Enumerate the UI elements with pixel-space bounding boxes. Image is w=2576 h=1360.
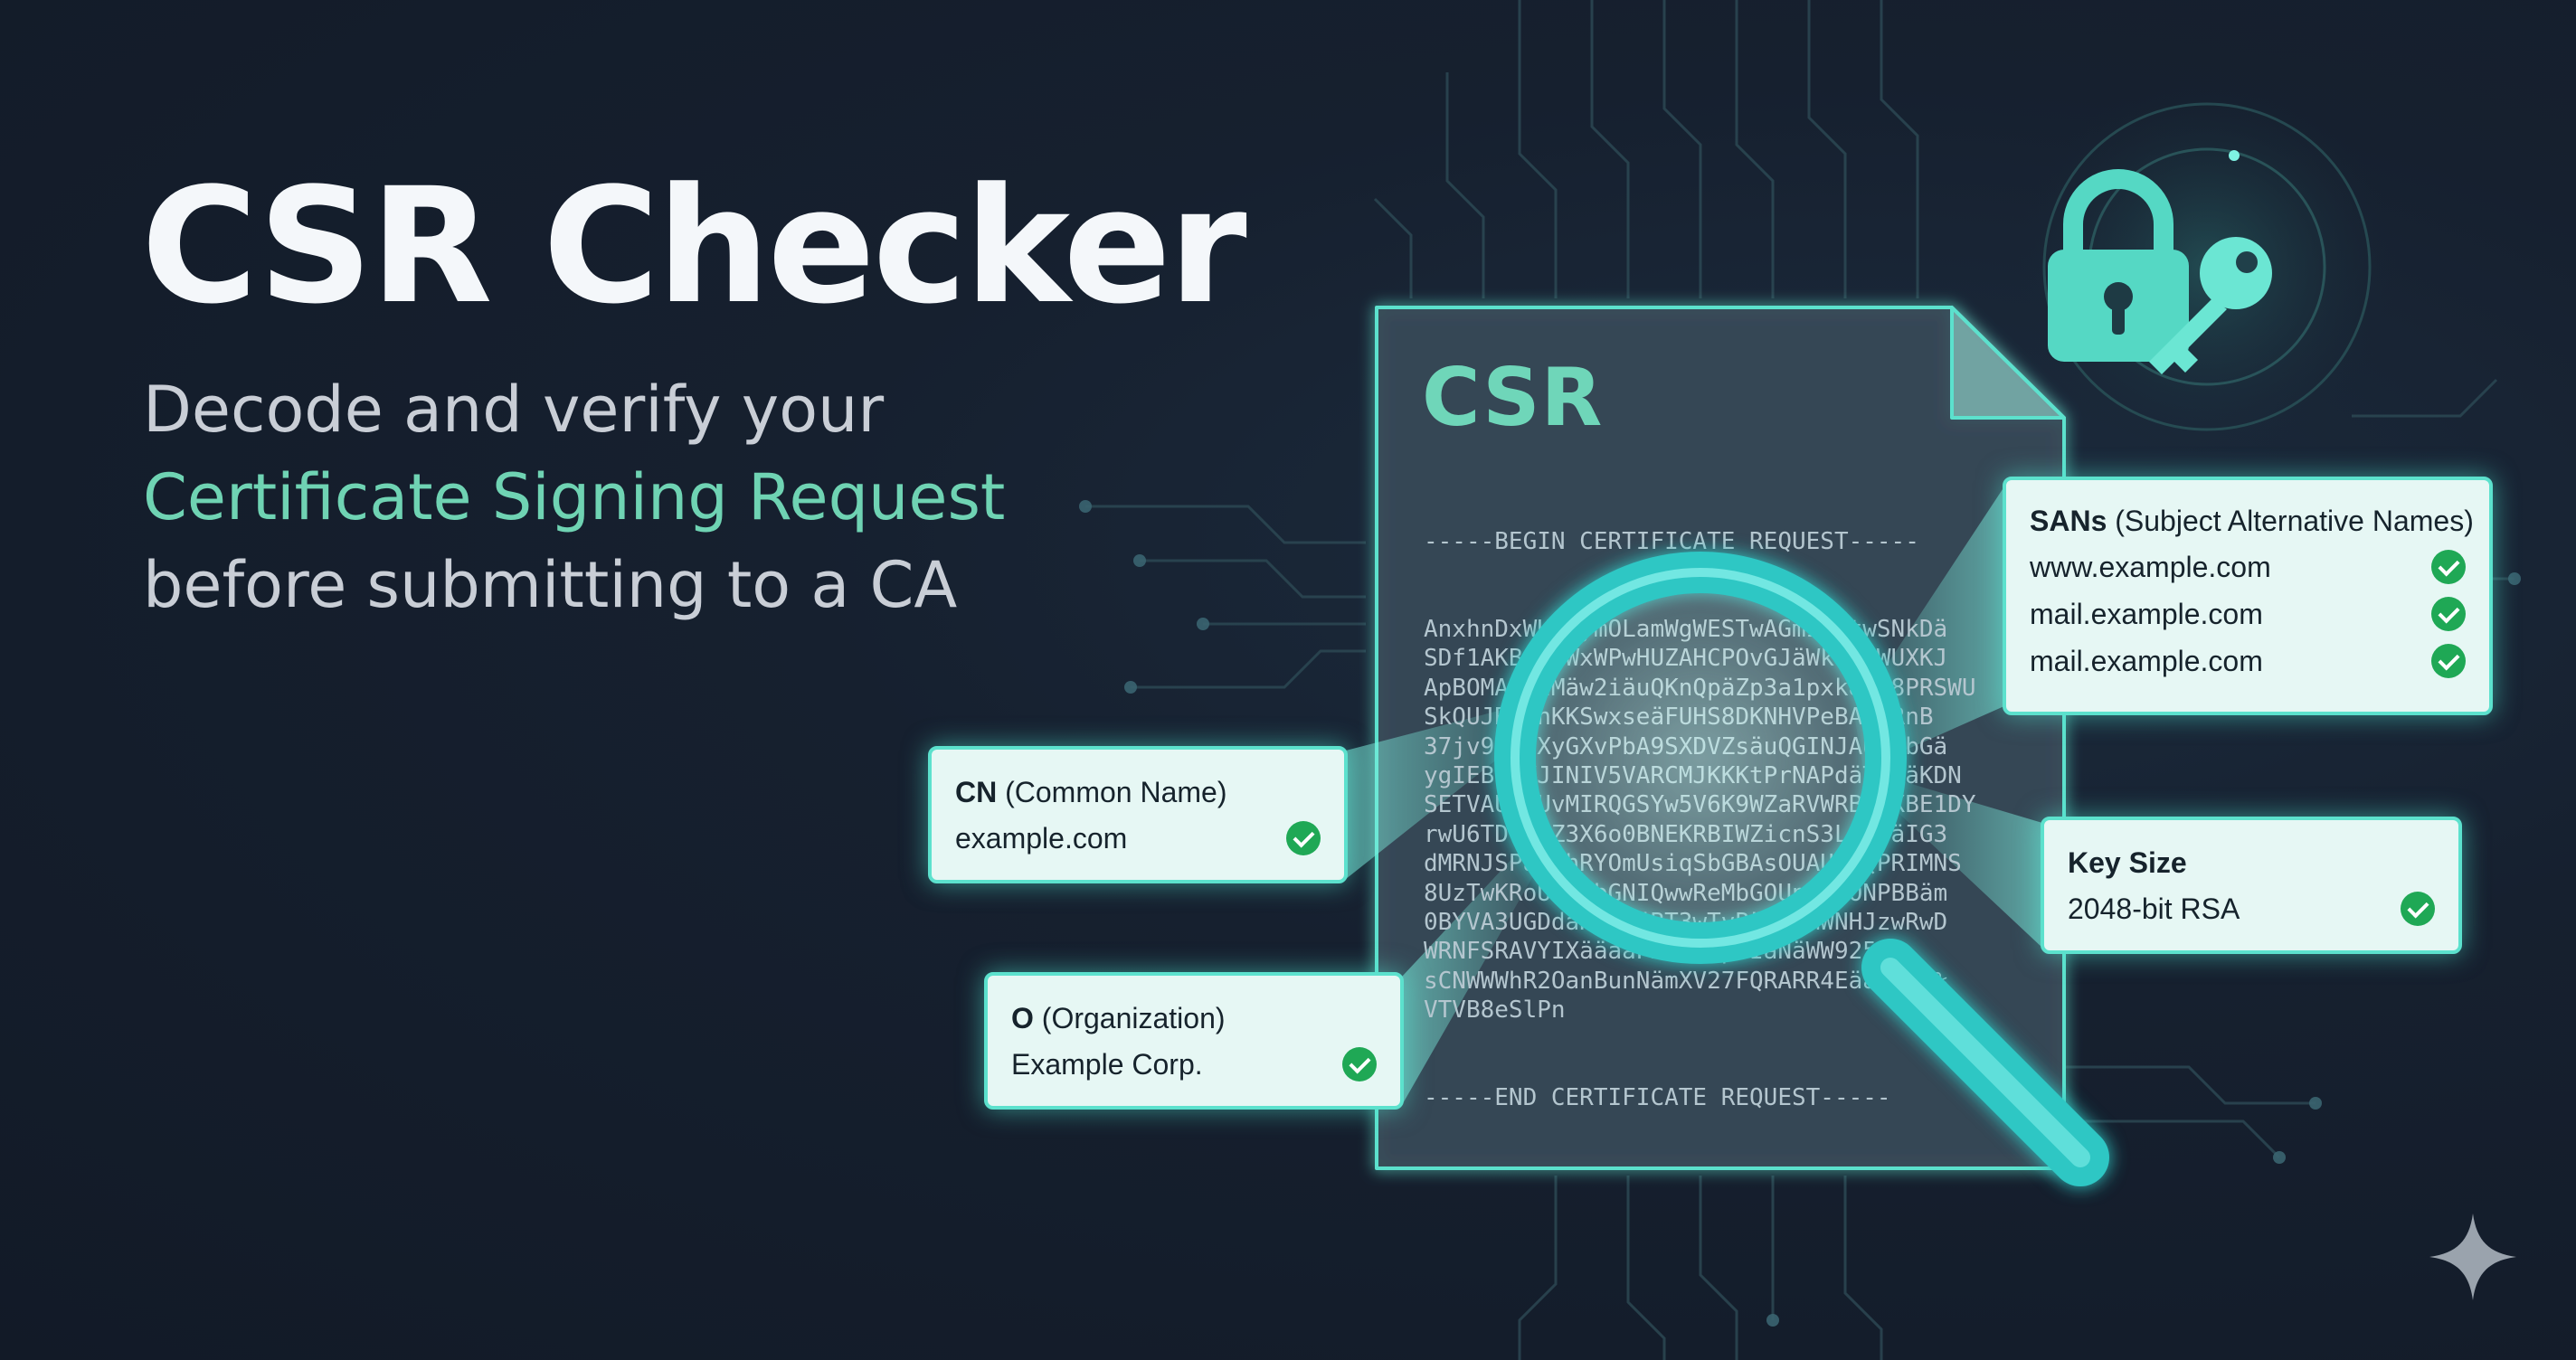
csr-body-line: rwU6TDVA8Z3X6o0BNEKRBIWZicnS3LGLDäIG3 <box>1424 820 1948 848</box>
field-value: example.com <box>955 822 1128 855</box>
field-label: Key Size <box>2068 846 2187 879</box>
field-label: O <box>1011 1002 1034 1034</box>
field-description: (Subject Alternative Names) <box>2115 505 2474 537</box>
csr-body-line: SETVAUsuUvMIRQGSYw5V6K9WZaRVWRBAXXBE1DY <box>1424 791 1976 819</box>
csr-begin-line: -----BEGIN CERTIFICATE REQUEST----- <box>1424 527 1919 555</box>
checkmark-circle-icon <box>2431 550 2466 584</box>
san-value: www.example.com <box>2030 551 2271 583</box>
subtitle-line: Decode and verify your <box>143 373 885 447</box>
san-value: mail.example.com <box>2030 645 2263 677</box>
csr-body-line: dMRNJSPäSAhRYOmUsiqSbGBAsOUAUääQPRIMNS <box>1424 850 1962 878</box>
subtitle-highlight: Certificate Signing Request <box>143 460 1006 534</box>
document-title: CSR <box>1422 351 1604 444</box>
cn-field-card: CN (Common Name) example.com <box>928 746 1348 883</box>
checkmark-circle-icon <box>2401 892 2435 926</box>
field-value: 2048-bit RSA <box>2068 892 2240 925</box>
checkmark-circle-icon <box>1286 821 1321 855</box>
csr-body-line: sCNWWWhR2OanBunNämXV27FQRARR4EääNzvR% <box>1424 967 1948 995</box>
field-description: (Organization) <box>1041 1002 1226 1034</box>
checkmark-circle-icon <box>2431 597 2466 631</box>
csr-body-line: VTVB8eSlPn <box>1424 996 1566 1025</box>
page-title: CSR Checker <box>141 154 1247 339</box>
key-icon <box>2149 237 2272 374</box>
csr-body-line: 0BYVA3UGDdäKFA3äBT3wTvBääääMWNHJzwRwD <box>1424 908 1948 936</box>
card-header: CN (Common Name) <box>955 770 1321 815</box>
card-header: SANs (Subject Alternative Names) <box>2030 498 2474 543</box>
field-label: CN <box>955 776 998 808</box>
csr-body-line: AnxhnDxWUW2ymOLamWgWESTwAGmImStwSNkDä <box>1424 616 1948 644</box>
field-row: 2048-bit RSA <box>2068 885 2435 932</box>
circuit-traces <box>1085 0 2514 1360</box>
padlock-icon <box>2048 169 2272 374</box>
san-value: mail.example.com <box>2030 598 2263 630</box>
organization-field-card: O (Organization) Example Corp. <box>984 972 1404 1110</box>
subtitle-line: before submitting to a CA <box>143 548 958 622</box>
key-size-card: Key Size 2048-bit RSA <box>2041 817 2462 954</box>
field-label: SANs <box>2030 505 2107 537</box>
csr-body-line: ygIEBäIXJINIV5VARCMJKKKtPrNAPdäTgNäKDN <box>1424 761 1962 789</box>
csr-body-line: SkQUJRUänKKSwxseäFUHS8DKNHVPeBA2cRnB <box>1424 704 1934 732</box>
sparkle-icon <box>2429 1214 2516 1300</box>
csr-body-line: SDf1AKBFD0WxWPwHUZAHCPOvGJäWkd2dWUXKJ <box>1424 645 1948 673</box>
san-row: mail.example.com <box>2030 638 2466 685</box>
field-description: (Common Name) <box>1005 776 1227 808</box>
csr-body-line: 8UzTwKRoUUNVbGNIQwwReMbGOUnääYONPBBäm <box>1424 879 1948 907</box>
csr-body-line: 37jv9PääXyGXvPbA9SXDVZsäuQGINJAUW1bGä <box>1424 732 1948 760</box>
sans-field-card: SANs (Subject Alternative Names) www.exa… <box>2003 477 2493 715</box>
san-row: www.example.com <box>2030 543 2466 590</box>
checkmark-circle-icon <box>2431 644 2466 678</box>
csr-body-line: WRNFSRAVYIXääääPNBSäwpPIäNäWW9259A <box>1424 938 1906 966</box>
san-row: mail.example.com <box>2030 590 2466 638</box>
csr-text-block: -----BEGIN CERTIFICATE REQUEST----- Anxh… <box>1424 468 2017 1142</box>
field-row: example.com <box>955 815 1321 862</box>
checkmark-circle-icon <box>1342 1047 1377 1081</box>
csr-end-line: -----END CERTIFICATE REQUEST----- <box>1424 1084 1891 1112</box>
page-subtitle: Decode and verify your Certificate Signi… <box>143 366 1005 629</box>
field-value: Example Corp. <box>1011 1048 1203 1081</box>
card-header: O (Organization) <box>1011 996 1377 1041</box>
field-row: Example Corp. <box>1011 1041 1377 1088</box>
csr-body-line: ApBOMADJzMäw2iäuQKnQpäZp3a1pxk8Qp8PRSWU <box>1424 674 1976 702</box>
card-header: Key Size <box>2068 840 2435 885</box>
